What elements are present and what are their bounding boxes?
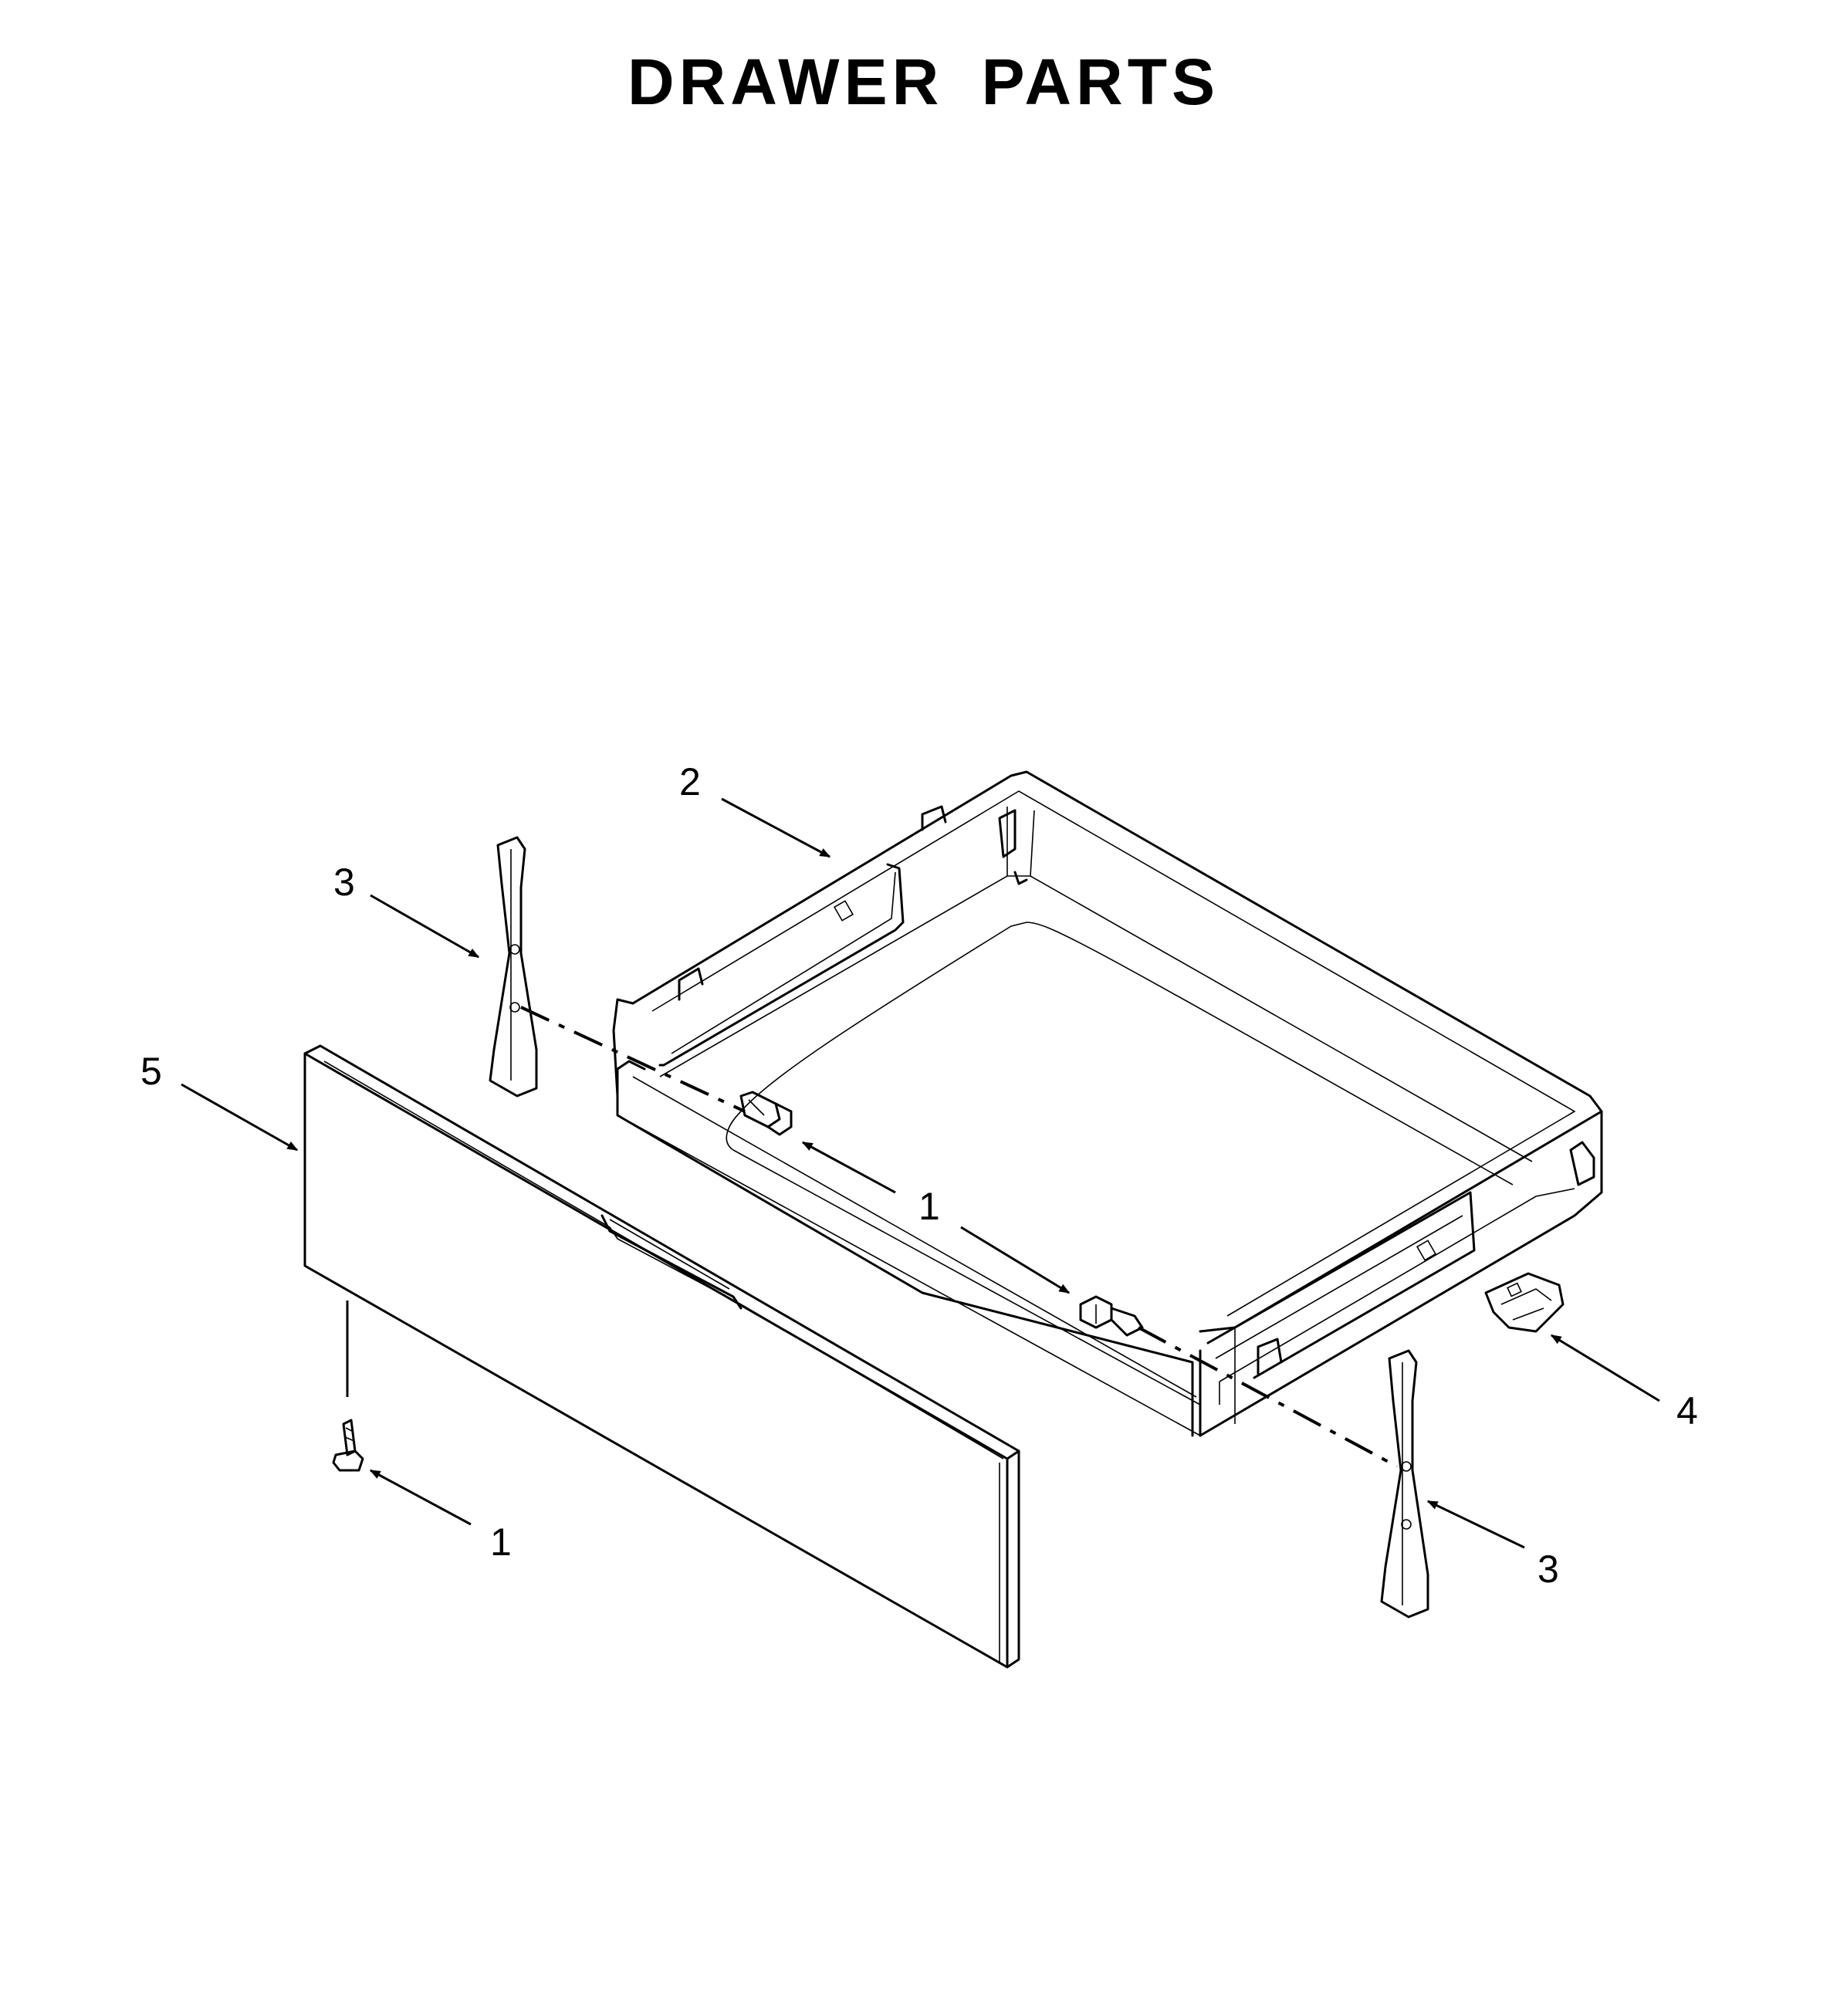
screw-upper (739, 1091, 793, 1136)
leader-1-upper (801, 1141, 896, 1194)
callout-3-left: 3 (333, 861, 355, 904)
bracket (1484, 1272, 1565, 1333)
callout-2: 2 (679, 760, 701, 803)
callout-1-front: 1 (490, 1520, 512, 1564)
leader-4 (1550, 1334, 1660, 1402)
drawer-body (612, 770, 1603, 1437)
drawer-glide-left (489, 836, 538, 1098)
leader-3-right (1426, 1500, 1525, 1549)
leader-1-lower (960, 1226, 1071, 1294)
leader-5 (181, 1083, 299, 1152)
page-title: DRAWER PARTS (627, 46, 1220, 118)
screw-front (332, 1419, 364, 1472)
drawer-glide-right (1380, 1349, 1429, 1619)
callout-5: 5 (140, 1050, 162, 1093)
callout-3-right: 3 (1537, 1548, 1559, 1591)
alignment-line-left (520, 1006, 746, 1113)
leader-3-left (370, 894, 480, 959)
leader-2 (721, 797, 831, 858)
drawer-front-panel (303, 1044, 1020, 1669)
leader-1-front (369, 1469, 472, 1526)
callout-1-center: 1 (918, 1185, 940, 1228)
screw-lower (1079, 1295, 1144, 1337)
alignment-line-right (1138, 1326, 1398, 1468)
callout-4: 4 (1676, 1389, 1698, 1433)
